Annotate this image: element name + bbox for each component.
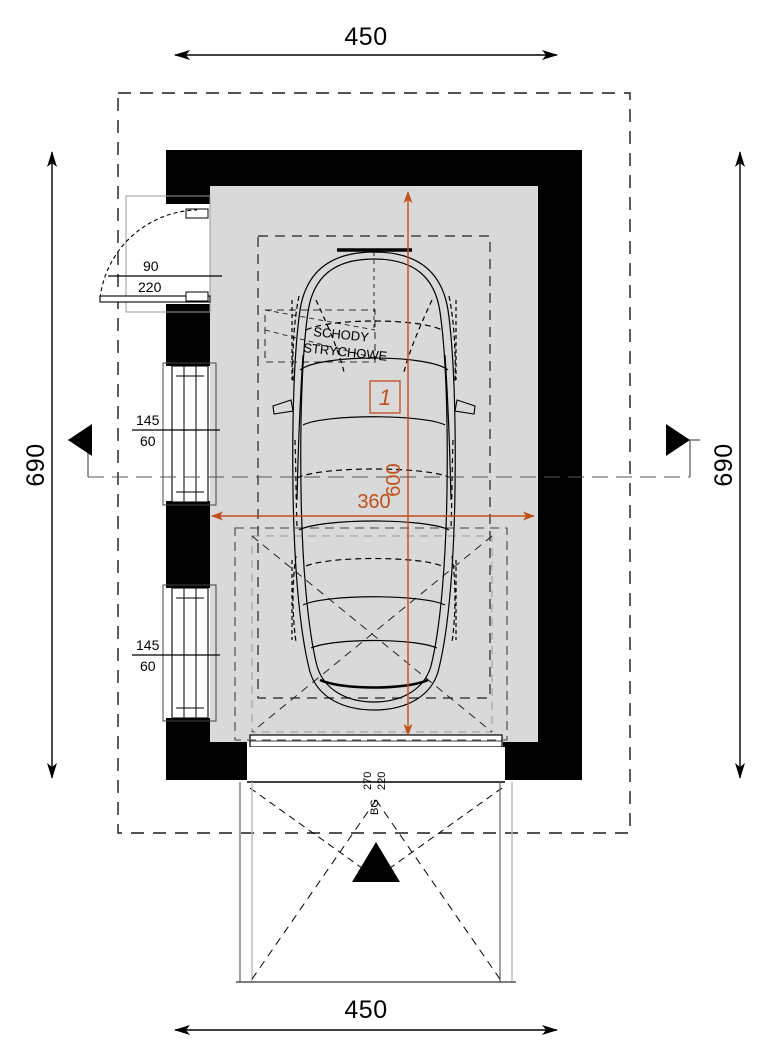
window-upper-height-label: 60 — [140, 433, 156, 449]
attic-stairs-label-line1: SCHODY — [313, 324, 370, 345]
section-marker-right — [666, 424, 700, 477]
room-number-badge: 1 — [369, 380, 401, 414]
dimension-right: 690 — [710, 151, 745, 779]
dimension-left-label: 690 — [22, 443, 50, 486]
window-lower-width-label: 145 — [136, 637, 160, 653]
interior-width-label: 360 — [357, 491, 390, 513]
dimension-bottom: 450 — [174, 996, 558, 1035]
dimension-top: 450 — [174, 23, 558, 60]
window-upper-width-label: 145 — [136, 412, 160, 428]
building-walls — [166, 150, 582, 780]
entry-door: 90 220 — [99, 195, 222, 313]
garage-door-width-label: 270 — [362, 772, 374, 790]
garage-door-height-label: 220 — [376, 772, 388, 790]
window-lower: 145 60 — [132, 584, 220, 722]
section-marker-left — [68, 424, 92, 477]
entry-door-height-label: 220 — [138, 279, 162, 295]
driveway — [236, 782, 516, 983]
clearance-zones — [234, 235, 508, 741]
window-lower-height-label: 60 — [140, 658, 156, 674]
dimension-right-label: 690 — [710, 443, 738, 486]
entry-door-width-label: 90 — [143, 258, 159, 274]
car-top-view — [272, 248, 476, 711]
room-number-label: 1 — [379, 385, 391, 410]
dimension-bottom-label: 450 — [344, 996, 387, 1024]
garage-door: 270 220 BG — [247, 734, 505, 879]
window-upper: 145 60 — [132, 362, 220, 506]
entrance-direction-triangle — [352, 842, 400, 882]
dimension-top-label: 450 — [344, 23, 387, 51]
roof-outline — [117, 92, 631, 834]
interior-dimensions: 600 360 — [211, 191, 535, 736]
dimension-left: 690 — [22, 151, 57, 779]
interior-depth-label: 600 — [383, 463, 405, 496]
